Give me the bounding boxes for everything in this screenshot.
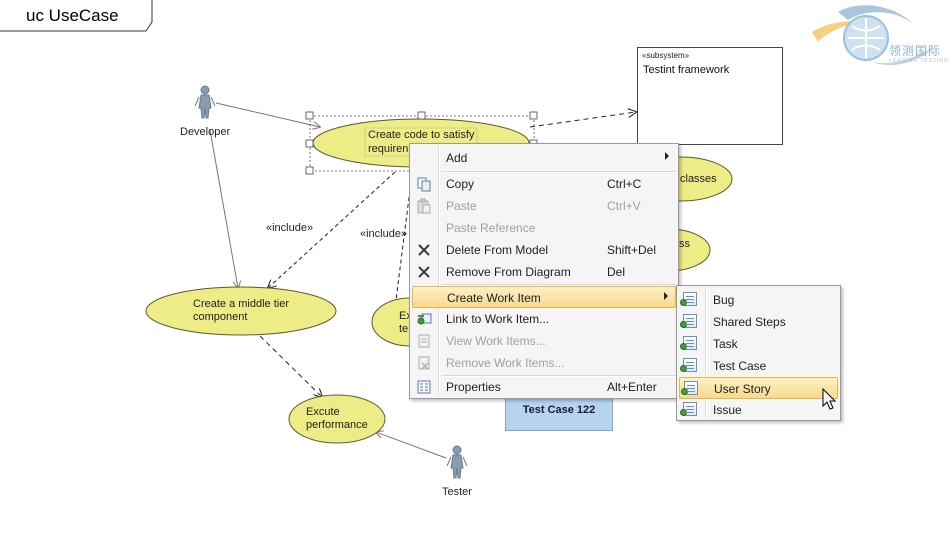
test-case-label: Test Case 122 xyxy=(522,404,596,416)
menu-separator xyxy=(442,171,676,173)
submenu-item-label: User Story xyxy=(714,382,771,396)
dependency-middletier-excute[interactable] xyxy=(259,335,322,397)
menu-item-label: Create Work Item xyxy=(447,291,541,305)
menu-separator xyxy=(442,375,676,377)
menu-item-delete-from-model[interactable]: Delete From Model Shift+Del xyxy=(412,239,676,261)
use-case-create-code-label-1: Create code to satisfy xyxy=(368,129,475,141)
menu-item-add[interactable]: Add xyxy=(412,147,676,169)
work-item-test-case-icon xyxy=(680,358,697,372)
leading-testing-logo xyxy=(812,5,938,66)
frame-border xyxy=(0,0,153,32)
mouse-cursor-icon xyxy=(822,388,837,410)
subsystem-name: Testint framework xyxy=(643,64,730,76)
submenu-arrow-icon xyxy=(665,152,669,160)
use-case-classes-label: classes xyxy=(680,173,717,185)
submenu-item-label: Issue xyxy=(713,403,742,417)
association-developer-createcode[interactable] xyxy=(215,102,320,127)
actor-developer-label: Developer xyxy=(180,126,231,138)
properties-icon xyxy=(417,380,431,394)
submenu-item-bug[interactable]: Bug xyxy=(679,289,838,311)
include-connector-2[interactable] xyxy=(395,189,411,301)
menu-item-link-to-work-item[interactable]: Link to Work Item... xyxy=(412,308,676,330)
logo-name: 领测国际 xyxy=(889,44,942,58)
menu-item-label: Remove Work Items... xyxy=(446,356,565,370)
remove-work-items-icon xyxy=(418,356,430,370)
menu-item-copy[interactable]: Copy Ctrl+C xyxy=(412,173,676,195)
submenu-arrow-icon xyxy=(664,292,668,300)
use-case-middle-tier-label-2: component xyxy=(193,311,248,323)
submenu-item-test-case[interactable]: Test Case xyxy=(679,355,838,377)
work-item-issue-icon xyxy=(680,402,697,416)
actor-tester-icon[interactable] xyxy=(446,445,468,479)
menu-item-label: Paste xyxy=(446,199,477,213)
include-label-2: «include» xyxy=(360,228,408,240)
use-case-ss-label: ss xyxy=(679,238,690,250)
work-item-task-icon xyxy=(680,336,697,350)
menu-item-shortcut: Alt+Enter xyxy=(607,380,657,394)
delete-x-icon xyxy=(418,244,430,256)
link-work-item-icon xyxy=(417,313,432,325)
submenu-item-label: Test Case xyxy=(713,359,767,373)
menu-item-view-work-items[interactable]: View Work Items... xyxy=(412,330,676,352)
use-case-excute-label-2: performance xyxy=(306,419,368,431)
menu-separator xyxy=(442,284,676,286)
work-item-submenu: Bug Shared Steps Task Test Case User Sto… xyxy=(676,285,841,421)
menu-item-label: View Work Items... xyxy=(446,334,546,348)
use-case-excute-performance[interactable] xyxy=(288,394,386,444)
association-tester-excute[interactable] xyxy=(376,432,447,459)
submenu-item-label: Task xyxy=(713,337,738,351)
submenu-item-task[interactable]: Task xyxy=(679,333,838,355)
menu-item-create-work-item[interactable]: Create Work Item xyxy=(412,286,676,308)
association-developer-middletier[interactable] xyxy=(209,129,238,288)
menu-item-shortcut: Ctrl+C xyxy=(607,177,642,191)
menu-item-shortcut: Ctrl+V xyxy=(607,199,641,213)
actor-tester-label: Tester xyxy=(442,486,472,498)
menu-item-paste-reference[interactable]: Paste Reference xyxy=(412,217,676,239)
paste-icon xyxy=(417,198,431,214)
menu-item-shortcut: Del xyxy=(607,265,626,279)
copy-icon xyxy=(417,177,431,192)
submenu-item-label: Bug xyxy=(713,293,735,307)
menu-item-properties[interactable]: Properties Alt+Enter xyxy=(412,376,676,398)
include-connector-1[interactable] xyxy=(268,171,396,288)
work-item-bug-icon xyxy=(680,292,697,306)
remove-x-icon xyxy=(418,266,430,278)
use-case-middle-tier[interactable] xyxy=(145,286,337,336)
view-work-items-icon xyxy=(418,334,430,348)
work-item-user-story-icon xyxy=(681,381,698,395)
actor-developer-icon[interactable] xyxy=(194,85,216,119)
use-case-exe-label-1: Ex xyxy=(399,310,412,322)
submenu-item-issue[interactable]: Issue xyxy=(679,399,838,421)
subsystem-box[interactable]: «subsystem» Testint framework xyxy=(637,47,783,145)
menu-item-label: Remove From Diagram xyxy=(446,265,571,279)
subsystem-stereotype: «subsystem» xyxy=(642,51,690,60)
menu-item-remove-from-diagram[interactable]: Remove From Diagram Del xyxy=(412,261,676,283)
menu-item-label: Paste Reference xyxy=(446,221,536,235)
submenu-item-label: Shared Steps xyxy=(713,315,786,329)
menu-item-shortcut: Shift+Del xyxy=(607,243,657,257)
submenu-item-shared-steps[interactable]: Shared Steps xyxy=(679,311,838,333)
diagram-frame-title: uc UseCase xyxy=(26,6,119,25)
logo-subtitle: LEADING TESTING xyxy=(889,58,949,64)
use-case-create-code-label-2: requiren xyxy=(368,143,409,155)
submenu-item-user-story[interactable]: User Story xyxy=(679,377,838,399)
menu-item-paste[interactable]: Paste Ctrl+V xyxy=(412,195,676,217)
menu-item-label: Link to Work Item... xyxy=(446,312,550,326)
menu-item-label: Copy xyxy=(446,177,475,191)
dependency-to-subsystem[interactable] xyxy=(529,112,636,128)
context-menu: Add Copy Ctrl+C Paste Ctrl+V Paste Refer… xyxy=(409,143,679,399)
menu-item-remove-work-items[interactable]: Remove Work Items... xyxy=(412,352,676,374)
menu-item-label: Delete From Model xyxy=(446,243,549,257)
use-case-excute-label-1: Excute xyxy=(306,406,340,418)
work-item-shared-steps-icon xyxy=(680,314,697,328)
use-case-exe-label-2: te xyxy=(399,323,409,335)
menu-item-label: Add xyxy=(446,151,468,165)
include-label-1: «include» xyxy=(266,222,314,234)
use-case-middle-tier-label-1: Create a middle tier xyxy=(193,298,289,310)
menu-item-label: Properties xyxy=(446,380,501,394)
